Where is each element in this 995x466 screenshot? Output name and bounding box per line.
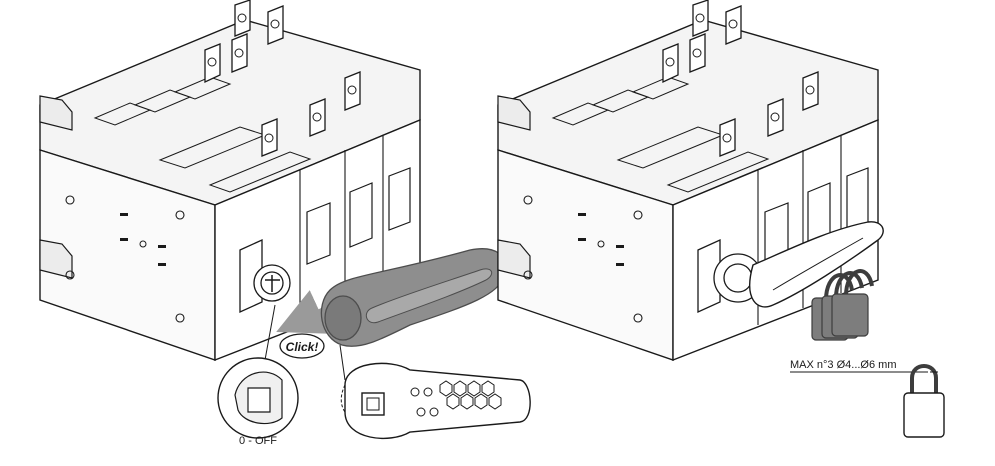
click-label: Click! xyxy=(286,340,319,354)
padlock-spec: MAX n°3 Ø4...Ø6 mm xyxy=(790,359,928,373)
off-position-label: 0 - OFF xyxy=(239,435,277,447)
off-position-detail: 0 - OFF xyxy=(217,304,299,447)
switch-body-right xyxy=(497,0,884,361)
rotary-handle xyxy=(320,248,507,347)
padlock-group xyxy=(811,269,874,341)
handle-inner-detail xyxy=(339,344,531,439)
padlock-spec-label: MAX n°3 Ø4...Ø6 mm xyxy=(790,359,896,371)
click-callout: Click! xyxy=(279,333,325,359)
padlock-icon xyxy=(903,364,945,438)
